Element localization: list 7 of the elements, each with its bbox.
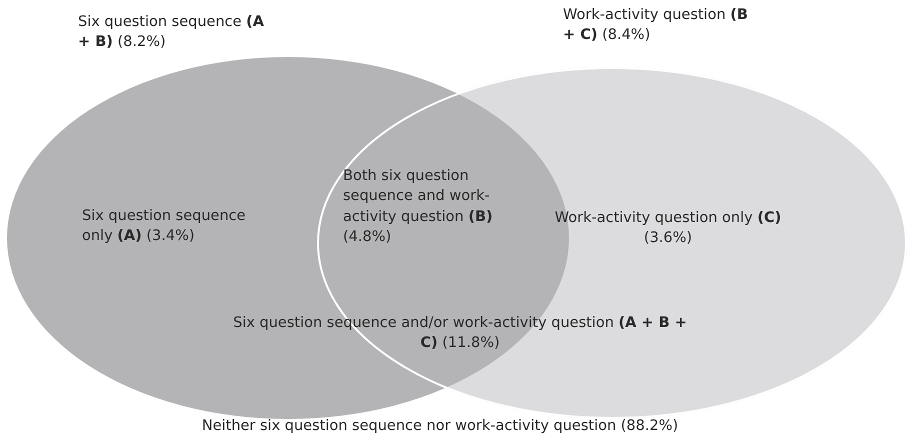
region-label: Both six question sequence and work-activity question (B) (4.8%) [343, 167, 494, 247]
region-label: Work-activity question only (C) (3.6%) [554, 209, 782, 248]
set-heading: Six question sequence (A + B) (8.2%) [78, 13, 266, 52]
region-label: Neither six question sequence nor work-activity question (88.2%) [200, 417, 680, 436]
region-label: Six question sequence and/or work-activity question (A + B + C) (11.8%) [232, 314, 688, 354]
region-label: Six question sequence only (A) (3.4%) [82, 207, 247, 246]
set-heading: Work-activity question (B + C) (8.4%) [563, 6, 749, 46]
